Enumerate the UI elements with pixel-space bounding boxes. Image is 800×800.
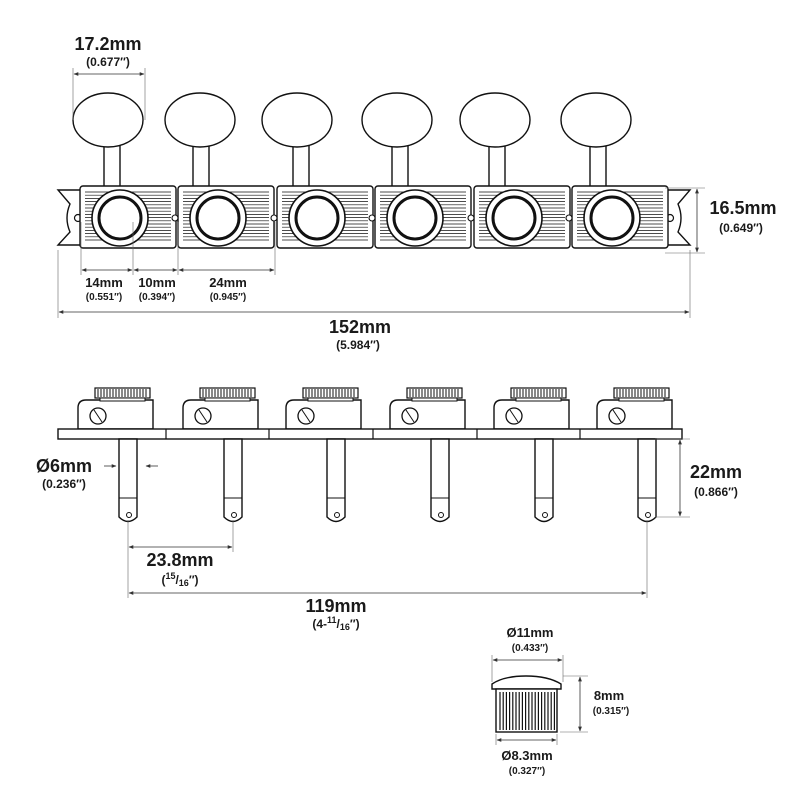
string-hole [334, 512, 340, 518]
offset-c-imperial: (0.945″) [210, 292, 246, 303]
mounting-plate-side [57, 428, 683, 440]
screw-hole [368, 214, 376, 222]
tuner-shaft [488, 139, 506, 193]
plate-height-label: 16.5mm [709, 198, 776, 218]
gear-housing-side [493, 399, 570, 430]
bushing-bottom-diameter-imperial: (0.327″) [509, 766, 545, 777]
total-length-imperial: (5.984″) [336, 338, 380, 352]
post-bushing-ring [195, 195, 241, 241]
post-diameter-label: Ø6mm [36, 456, 92, 476]
gear-housing-side [182, 399, 259, 430]
offset-b-label: 10mm [138, 275, 176, 290]
offset-b-imperial: (0.394″) [139, 292, 175, 303]
bushing-top-diameter-imperial: (0.433″) [512, 643, 548, 654]
post-bushing-ring [589, 195, 635, 241]
thumb-wheel-knurl [202, 389, 252, 397]
string-hole [542, 512, 548, 518]
post-bushing-ring [97, 195, 143, 241]
tuner-knob [261, 92, 333, 148]
string-post [534, 438, 554, 523]
side-view [57, 387, 683, 523]
thumb-wheel-knurl [97, 389, 147, 397]
gear-housing-side [596, 399, 673, 430]
gear-housing-side [77, 399, 154, 430]
post-spacing-label: 23.8mm [146, 550, 213, 570]
bushing-knurl [499, 692, 556, 730]
tuner-knob [72, 92, 144, 148]
tuner-knob [560, 92, 632, 148]
tuner-shaft [391, 139, 409, 193]
gear-housing-side [285, 399, 362, 430]
offset-a-label: 14mm [85, 275, 123, 290]
tuner-knobs [72, 92, 632, 193]
post-bushing-ring [294, 195, 340, 241]
tuner-knob [164, 92, 236, 148]
string-hole [645, 512, 651, 518]
bushing-top-diameter-label: Ø11mm [507, 625, 554, 640]
post-bushing-ring [491, 195, 537, 241]
string-post [637, 438, 657, 523]
bushing-bottom-diameter-label: Ø8.3mm [501, 748, 552, 763]
side-dimensions: Ø6mm (0.236″) 22mm (0.866″) 23.8mm (15/1… [36, 438, 742, 632]
tuner-side-units [77, 387, 673, 430]
thumb-wheel-knurl [305, 389, 355, 397]
post-bushing-ring [392, 195, 438, 241]
total-length-label: 152mm [329, 317, 391, 337]
string-post [118, 438, 138, 523]
string-hole [126, 512, 132, 518]
bushing-height-label: 8mm [594, 688, 624, 703]
post-span-label: 119mm [305, 596, 366, 616]
string-hole [231, 512, 237, 518]
tuner-shaft [103, 139, 121, 193]
plate-seams [165, 429, 581, 439]
plate-height-imperial: (0.649″) [719, 221, 763, 235]
tuner-shaft [192, 139, 210, 193]
offset-c-label: 24mm [209, 275, 247, 290]
screw-hole [171, 214, 179, 222]
bushing-detail: Ø11mm (0.433″) 8mm (0.315″) Ø8.3mm (0.32… [491, 625, 629, 777]
thumb-wheel-knurl [616, 389, 666, 397]
knob-width-imperial: (0.677″) [86, 55, 130, 69]
top-dimensions: 17.2mm (0.677″) 16.5mm (0.649″) 14mm (0.… [57, 34, 777, 352]
offset-a-imperial: (0.551″) [86, 292, 122, 303]
plate-segments [79, 185, 669, 249]
screw-hole [467, 214, 475, 222]
knob-width-label: 17.2mm [74, 34, 141, 54]
screw-hole [270, 214, 278, 222]
bushing-flange [491, 675, 562, 690]
post-span-imperial: (4-11/16″) [312, 615, 359, 632]
post-height-label: 22mm [690, 462, 742, 482]
top-view [56, 92, 692, 249]
tuner-shaft [589, 139, 607, 193]
tuner-knob [361, 92, 433, 148]
string-posts [118, 438, 657, 523]
thumb-wheel-knurl [513, 389, 563, 397]
tuner-knob [459, 92, 531, 148]
post-spacing-imperial: (15/16″) [161, 571, 198, 588]
string-post [326, 438, 346, 523]
tuner-shaft [292, 139, 310, 193]
string-post [223, 438, 243, 523]
post-height-imperial: (0.866″) [694, 485, 738, 499]
gear-housing-side [389, 399, 466, 430]
bushing-height-imperial: (0.315″) [593, 706, 629, 717]
string-hole [438, 512, 444, 518]
screw-hole [565, 214, 573, 222]
thumb-wheel-knurl [409, 389, 459, 397]
post-diameter-imperial: (0.236″) [42, 477, 86, 491]
string-post [430, 438, 450, 523]
